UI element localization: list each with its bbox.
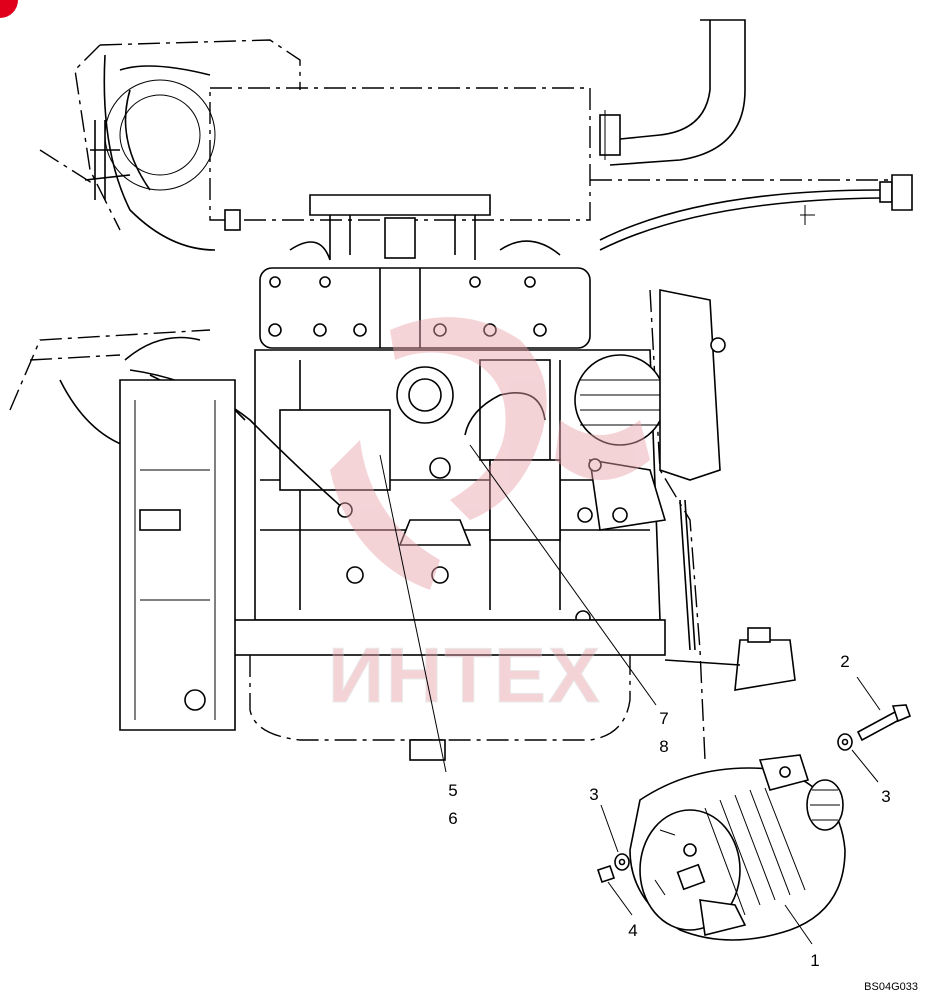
engine-mount-arm <box>664 659 741 666</box>
injector-lines <box>289 194 561 261</box>
callout-3-left: 3 <box>589 785 598 804</box>
nut <box>596 864 616 884</box>
watermark-text: ИНТЕХ <box>328 631 602 719</box>
oil-filter-mount <box>279 409 391 491</box>
cylinder-head <box>259 267 591 349</box>
head-bolts <box>268 276 547 337</box>
fuel-pump <box>489 459 561 541</box>
engine-mount <box>734 639 796 691</box>
starter-mount <box>139 509 181 531</box>
watermark: ИНТЕХ <box>327 317 650 720</box>
callout-4: 4 <box>628 921 637 940</box>
leader-lines <box>379 444 881 945</box>
callout-2: 2 <box>840 652 849 671</box>
corner-badge <box>0 0 18 18</box>
washer-lower-hole <box>618 858 626 866</box>
top-fitting-left <box>224 209 241 231</box>
callout-7: 7 <box>659 709 668 728</box>
callout-3-right: 3 <box>881 787 890 806</box>
figure-code: BS04G033 <box>864 981 918 993</box>
alternator-bolt <box>856 704 912 742</box>
phantom-outline-top-left <box>39 39 301 231</box>
fan-ring <box>104 79 216 191</box>
dipstick-handle <box>879 181 893 203</box>
phantom-outline-upper-block <box>209 87 591 221</box>
head-divider <box>379 268 421 348</box>
washer-upper-hole <box>841 738 849 746</box>
alternator-b-terminal <box>683 843 697 857</box>
fan-shroud <box>103 54 216 251</box>
dipstick-bracket <box>800 205 815 225</box>
dipstick-tube <box>599 197 881 251</box>
alternator-exploded <box>629 754 846 941</box>
callout-labels: 1 2 3 3 4 5 6 7 8 <box>448 652 890 970</box>
exhaust-clamp <box>599 114 621 156</box>
callout-8: 8 <box>659 737 668 756</box>
drain-plug <box>409 739 446 761</box>
thermostat-outlet <box>408 378 442 412</box>
fan-ring-inner <box>119 94 201 176</box>
injection-pump-top <box>384 217 416 259</box>
alternator-terminal-block <box>699 899 747 936</box>
alternator-installed-fins <box>580 379 660 426</box>
hose-left <box>84 120 131 200</box>
fan-belt <box>679 499 696 651</box>
phantom-outline-oilpan <box>249 655 631 741</box>
flywheel-housing <box>119 379 236 731</box>
engine-assembly <box>9 19 913 761</box>
exhaust-pipe <box>609 19 746 166</box>
alternator-pulley-grooves <box>810 789 840 821</box>
dipstick-grip <box>891 174 913 211</box>
callout-5: 5 <box>448 781 457 800</box>
oil-cooler <box>398 519 472 546</box>
alternator-regulator <box>676 863 706 891</box>
dipstick <box>599 189 881 241</box>
phantom-outline-left <box>9 329 211 411</box>
callout-6: 6 <box>448 809 457 828</box>
alternator-mount-hole <box>779 766 791 778</box>
flywheel-housing-plug <box>184 689 206 711</box>
callout-1: 1 <box>810 951 819 970</box>
alternator-cooling-slots <box>704 787 806 916</box>
alternator-rear-detail <box>654 829 676 896</box>
watermark-logo <box>330 317 547 590</box>
alternator-bracket <box>589 459 667 531</box>
front-cover-bolt <box>710 337 726 353</box>
flywheel-housing-ribs <box>134 400 216 720</box>
engine-mount-nut <box>747 627 771 643</box>
front-cover <box>659 289 721 481</box>
oil-pressure-sender <box>429 457 451 479</box>
